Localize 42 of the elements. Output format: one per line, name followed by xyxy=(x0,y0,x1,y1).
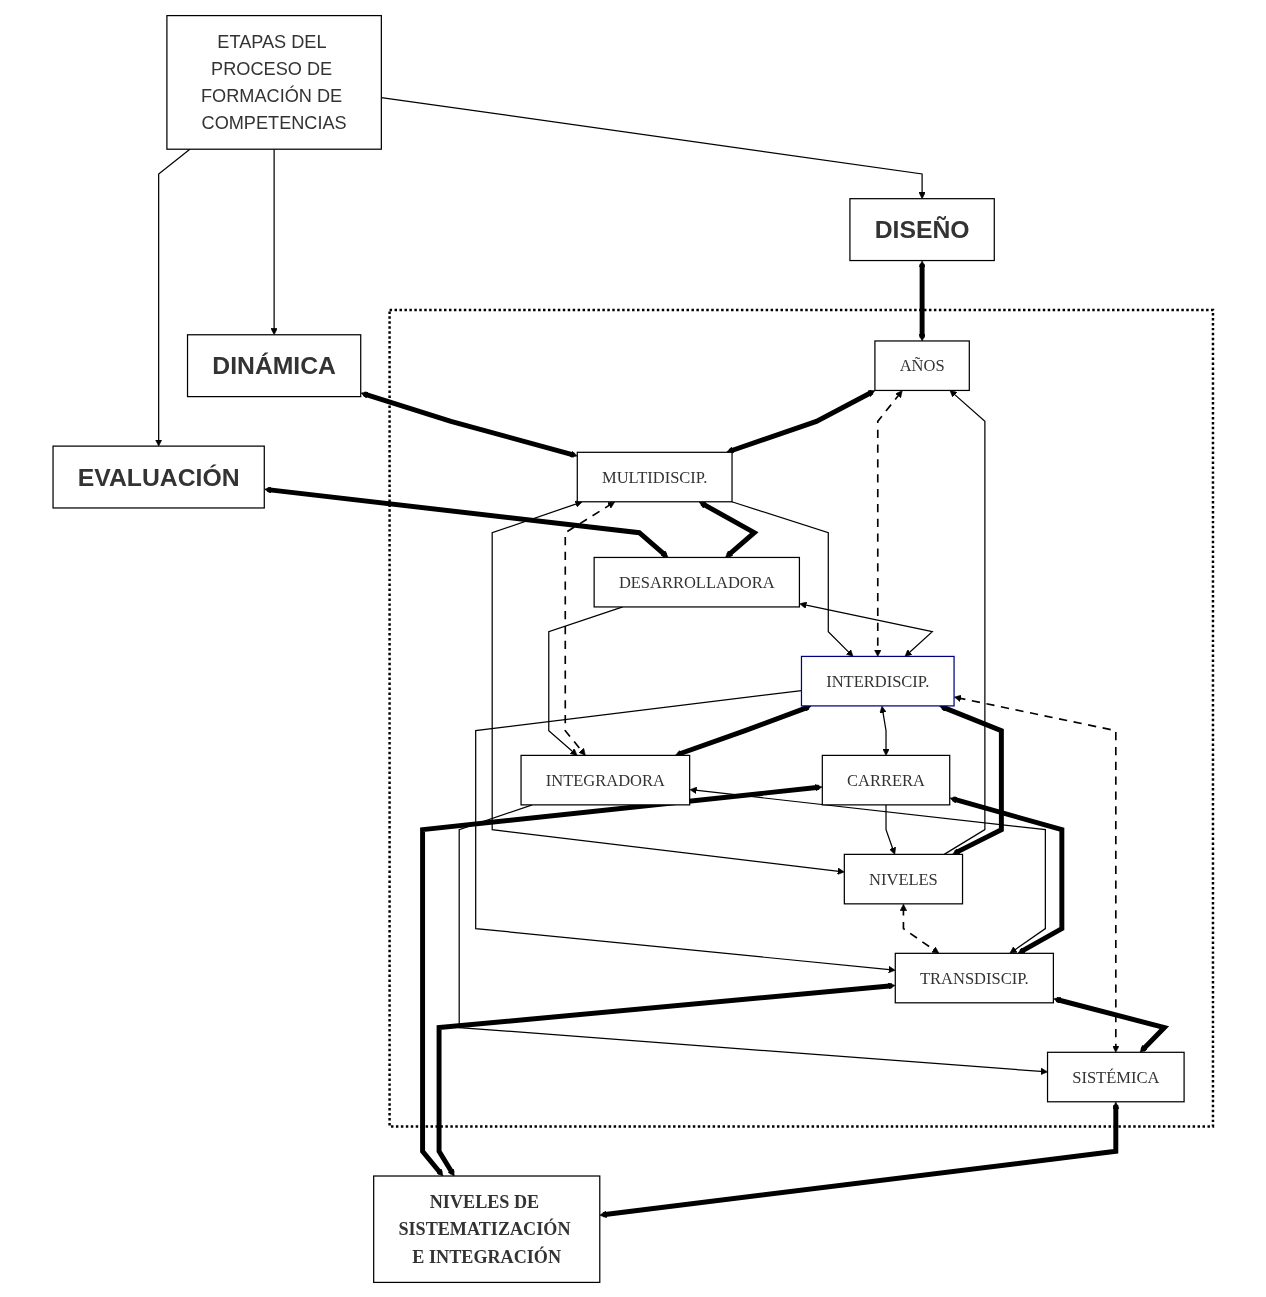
arrow xyxy=(564,501,615,756)
arrow xyxy=(698,500,759,558)
node-box: DINÁMICA xyxy=(186,333,362,397)
node-box: CARRERA xyxy=(821,754,951,805)
arrow xyxy=(731,500,854,657)
arrow xyxy=(491,500,845,875)
arrow xyxy=(264,485,669,558)
arrow xyxy=(599,1101,1120,1218)
node-box: INTERDISCIP. xyxy=(800,655,955,707)
arrow xyxy=(954,694,1120,1053)
node-box: ETAPAS DEL PROCESO DE FORMACIÓN DE COMPETENCIAS xyxy=(166,14,382,150)
arrow xyxy=(270,148,278,335)
cluster xyxy=(388,308,1215,1128)
arrow xyxy=(458,803,1048,1075)
node-box: MULTIDISCIP. xyxy=(576,451,733,502)
node-box: EVALUACIÓN xyxy=(52,445,265,509)
arrow xyxy=(155,148,191,446)
node-box: INTEGRADORA xyxy=(520,754,691,805)
node-box: AÑOS xyxy=(874,339,970,391)
arrow xyxy=(874,389,903,657)
arrow xyxy=(674,704,812,757)
node-box: NIVELES DE SISTEMATIZACIÓN E INTEGRACIÓN xyxy=(373,1174,601,1283)
arrow xyxy=(420,783,823,1176)
arrow xyxy=(939,704,1004,855)
arrow xyxy=(726,389,876,454)
arrow xyxy=(689,786,1046,954)
arrow xyxy=(475,689,896,973)
arrow xyxy=(360,391,578,458)
arrow xyxy=(1053,996,1170,1053)
arrow xyxy=(899,903,940,954)
arrow xyxy=(949,795,1065,954)
node-box: NIVELES xyxy=(843,853,964,904)
node-box: DISEÑO xyxy=(849,197,995,261)
arrow xyxy=(943,389,986,855)
arrow xyxy=(879,705,890,756)
node-box: TRANSDISCIP. xyxy=(894,952,1054,1003)
node-box: DESARROLLADORA xyxy=(593,556,801,608)
node-box: SISTÉMICA xyxy=(1046,1051,1185,1102)
arrow xyxy=(799,601,934,657)
arrow xyxy=(918,260,926,341)
arrow xyxy=(436,981,896,1176)
arrow xyxy=(885,803,896,855)
